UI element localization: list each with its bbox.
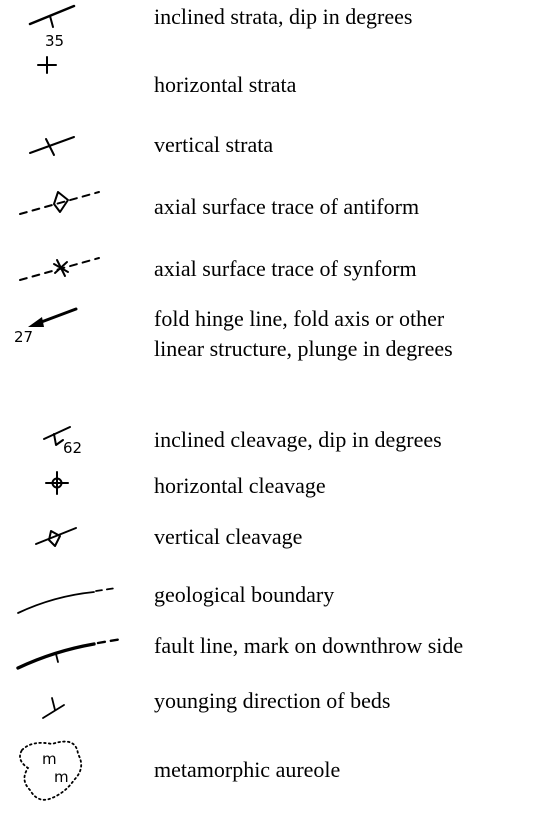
younging-direction-symbol (14, 686, 124, 746)
legend-label: horizontal cleavage (154, 473, 326, 498)
geological-boundary-symbol (14, 580, 124, 640)
antiform-trace-symbol (14, 178, 124, 238)
horizontal-cleavage-symbol (14, 465, 124, 525)
legend-label: metamorphic aureole (154, 757, 341, 782)
metamorphic-aureole-symbol: m m (14, 738, 124, 801)
synform-trace-symbol (14, 240, 124, 300)
legend-label: fault line, mark on downthrow side (154, 633, 464, 658)
fault-line-symbol (14, 631, 124, 691)
vertical-cleavage-symbol (14, 522, 124, 582)
legend-label: vertical strata (154, 132, 274, 157)
legend-label: younging direction of beds (154, 688, 391, 713)
aureole-mark: m (54, 768, 69, 786)
inclined-cleavage-symbol: 62 (14, 415, 124, 475)
plunge-value-label: 27 (14, 328, 33, 346)
legend-label: vertical cleavage (154, 524, 303, 549)
dip-value-label: 62 (63, 439, 82, 457)
legend-label: axial surface trace of synform (154, 256, 417, 281)
vertical-strata-symbol (14, 115, 124, 175)
aureole-mark: m (42, 750, 57, 768)
dip-value-label: 35 (45, 32, 64, 50)
legend-label: axial surface trace of antiform (154, 194, 420, 219)
legend-label: horizontal strata (154, 72, 297, 97)
legend-label: fold hinge line, fold axis or other (154, 306, 445, 331)
legend-label-line-2: linear structure, plunge in degrees (154, 336, 453, 361)
horizontal-strata-symbol (14, 45, 124, 105)
inclined-strata-symbol: 35 (14, 0, 124, 60)
fold-hinge-arrow-symbol: 27 (14, 298, 124, 358)
legend-label: inclined cleavage, dip in degrees (154, 427, 442, 452)
legend-label: inclined strata, dip in degrees (154, 4, 413, 29)
legend-label: geological boundary (154, 582, 335, 607)
